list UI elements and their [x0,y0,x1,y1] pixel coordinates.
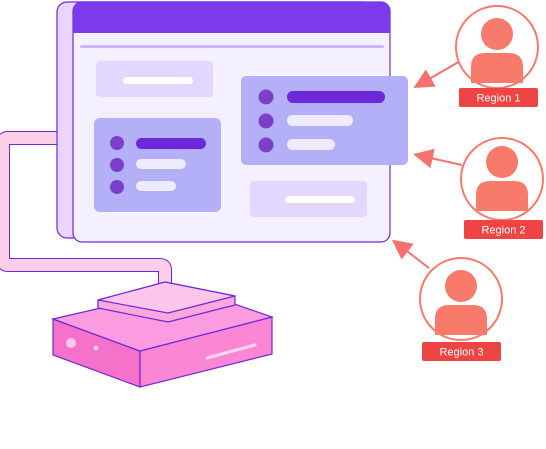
arrow-region-3 [391,239,430,269]
region-label: Region 2 [481,225,525,237]
list-line [136,159,186,169]
list-line [287,139,335,150]
user-body [435,305,487,335]
list-line-highlight [136,138,206,149]
list-line [136,181,176,191]
list-bullet [110,136,124,150]
server-box [50,281,275,388]
region-user-3: Region 3 [419,257,503,361]
list-bullet [110,158,124,172]
region-badge [459,88,538,107]
user-body [476,181,528,211]
list-line [287,115,353,126]
server-vent [205,343,257,360]
region-badge [422,342,501,361]
server-light [66,338,76,348]
list-bullet [110,180,124,194]
server-plate-top [97,281,236,314]
list-bullet [258,113,274,129]
region-user-1: Region 1 [455,5,539,107]
arrow-region-1 [413,59,463,89]
window-header-bar [73,2,390,33]
user-head [486,146,518,178]
user-head [445,270,477,302]
list-bullet [258,137,274,153]
list-card-right [241,76,408,165]
region-label: Region 1 [476,93,520,105]
user-head [481,18,513,50]
server-light [93,345,99,351]
region-label: Region 3 [439,347,483,359]
content-line [285,196,355,203]
address-line [80,45,384,48]
arrow-region-2 [413,148,463,169]
user-body [471,53,523,83]
list-bullet [258,89,274,105]
content-line [123,77,193,84]
connection-arrows [391,59,463,269]
region-badge [464,220,543,239]
list-line-highlight [287,91,385,103]
region-user-2: Region 2 [460,137,544,239]
browser-window [72,1,391,243]
cable [0,131,172,296]
